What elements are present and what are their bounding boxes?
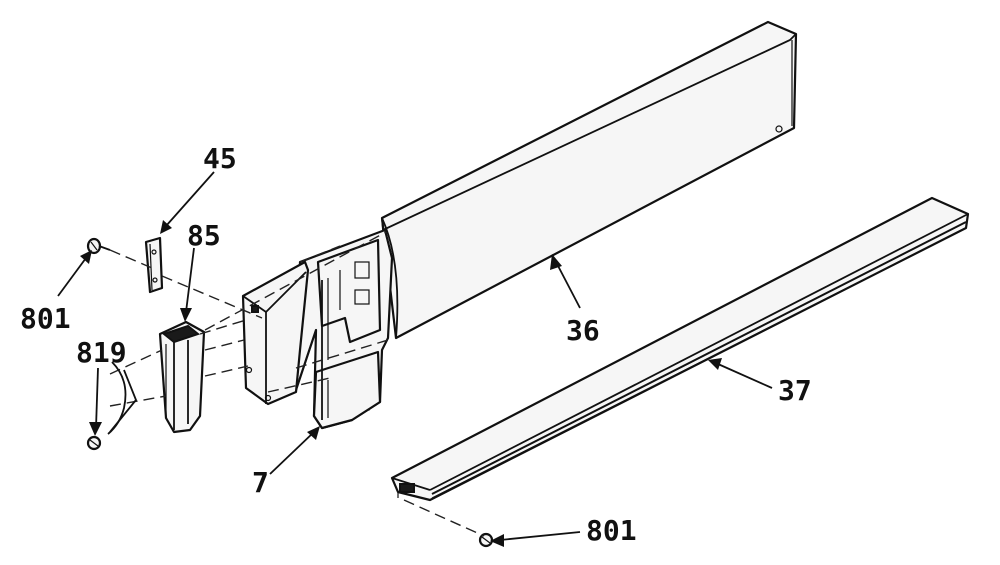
leader-45 <box>160 171 215 234</box>
screw-819 <box>86 435 102 451</box>
end-cap-block <box>241 260 310 406</box>
leader-37 <box>708 358 773 389</box>
callout-801-left: 801 <box>20 302 71 335</box>
leader-36 <box>550 254 581 309</box>
rail-part-36 <box>380 20 798 340</box>
callout-36: 36 <box>566 314 600 347</box>
callout-45: 45 <box>203 142 237 175</box>
callout-801-bottom: 801 <box>586 514 637 547</box>
bracket-part-7 <box>294 228 394 430</box>
screw-801-bottom <box>478 532 494 548</box>
leader-801-bottom <box>490 531 581 547</box>
leader-801-left <box>57 250 92 297</box>
clip-part-45 <box>144 236 164 294</box>
slide-bar-part-37 <box>390 196 970 502</box>
callout-7: 7 <box>252 466 269 499</box>
leader-819 <box>89 361 138 436</box>
callout-37: 37 <box>778 374 812 407</box>
stop-part-85 <box>158 320 206 434</box>
callout-819: 819 <box>76 336 127 369</box>
callout-85: 85 <box>187 219 221 252</box>
assembly-lines <box>109 231 485 537</box>
leader-85 <box>180 247 195 322</box>
leader-7 <box>269 426 320 475</box>
screw-801-left <box>86 237 111 255</box>
